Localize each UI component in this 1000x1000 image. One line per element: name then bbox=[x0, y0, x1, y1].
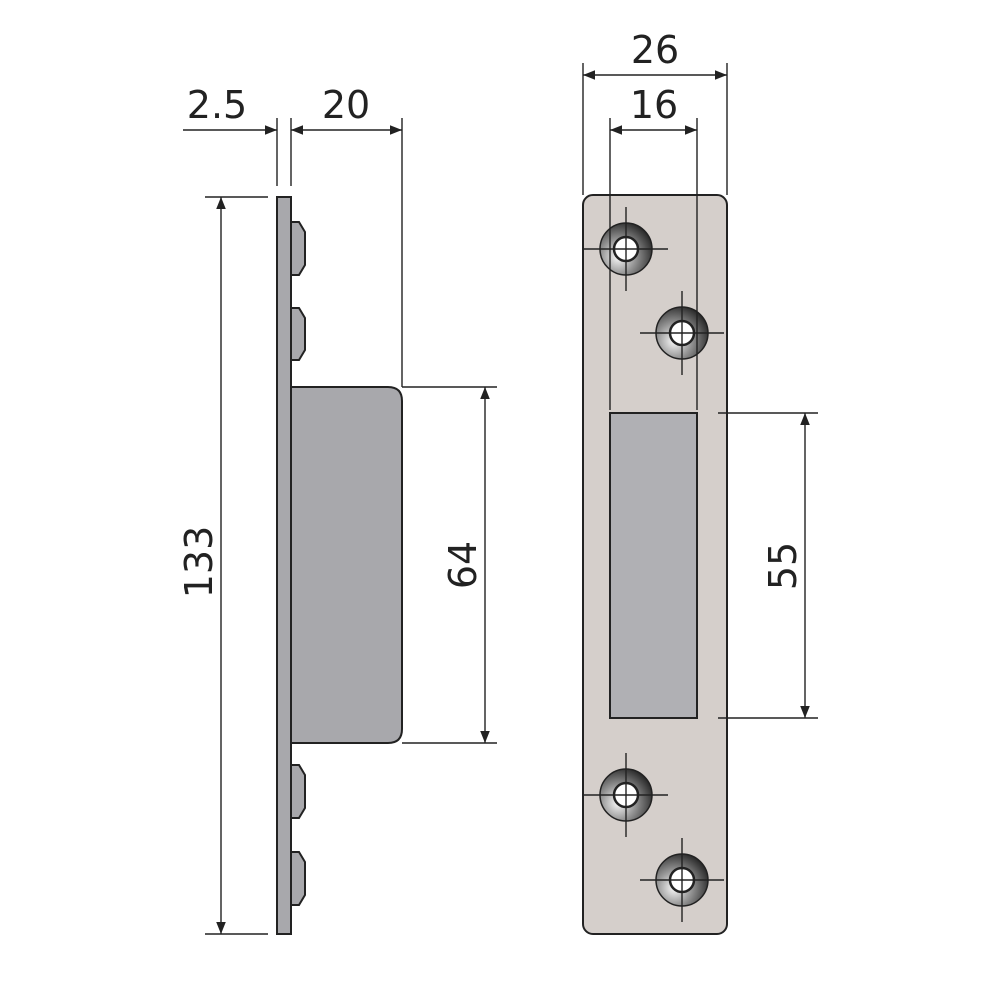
dim-label-overall-height: 133 bbox=[177, 526, 221, 599]
strike-box-side bbox=[290, 386, 403, 744]
screw-hole bbox=[584, 753, 668, 837]
screw-hole bbox=[584, 207, 668, 291]
side-view: 2.5 20 133 64 bbox=[177, 83, 497, 935]
dim-label-slot-width: 16 bbox=[630, 83, 678, 127]
side-plate bbox=[276, 196, 292, 935]
screw-hole bbox=[640, 291, 724, 375]
dim-label-plate-width: 26 bbox=[631, 28, 679, 72]
dim-label-slot-height: 55 bbox=[761, 542, 805, 590]
front-view: 26 16 55 bbox=[582, 28, 818, 935]
bolt-slot bbox=[609, 412, 698, 719]
screw-holes bbox=[584, 207, 724, 922]
dim-label-plate-thickness: 2.5 bbox=[187, 83, 247, 127]
screw-hole bbox=[640, 838, 724, 922]
dim-label-box-depth: 20 bbox=[322, 83, 370, 127]
dim-label-box-height: 64 bbox=[441, 541, 485, 589]
